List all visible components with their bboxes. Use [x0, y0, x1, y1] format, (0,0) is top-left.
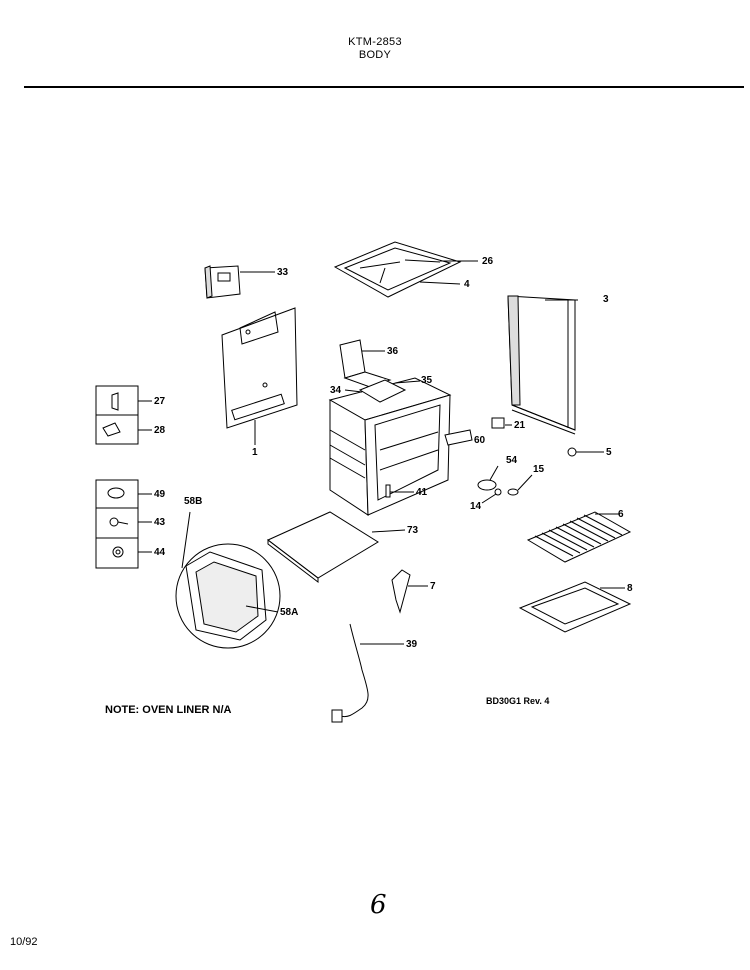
callout-41: 41 [416, 487, 428, 498]
callout-58b: 58B [184, 496, 202, 507]
callout-34: 34 [330, 385, 342, 396]
oven-liner-note: NOTE: OVEN LINER N/A [105, 704, 232, 716]
part-39-power-cord [331, 623, 404, 723]
callout-33: 33 [277, 267, 289, 278]
callout-21: 21 [514, 420, 526, 431]
section-title: BODY [358, 49, 392, 61]
callout-49: 49 [154, 489, 166, 500]
callout-5: 5 [606, 447, 612, 458]
callout-60: 60 [474, 435, 486, 446]
part-35-heat-shield [344, 379, 421, 403]
part-3-side-panel [507, 295, 578, 435]
callout-6: 6 [618, 509, 624, 520]
callout-73: 73 [407, 525, 419, 536]
callout-58a: 58A [280, 607, 298, 618]
callout-8: 8 [627, 583, 633, 594]
callout-44: 44 [154, 547, 166, 558]
callout-3: 3 [603, 294, 609, 305]
part-41-pin [385, 484, 414, 498]
part-33-bracket [204, 265, 275, 299]
callout-27: 27 [154, 396, 166, 407]
callout-26: 26 [482, 256, 494, 267]
callout-28: 28 [154, 425, 166, 436]
callout-15: 15 [533, 464, 545, 475]
part-4-top-panel [333, 241, 478, 298]
part-8-broiler-pan [518, 581, 632, 633]
drawing-reference: BD30G1 Rev. 4 [486, 696, 550, 706]
parts-49-43-44-box [95, 479, 152, 569]
part-73-bottom-plate [267, 511, 406, 584]
part-7-anti-tip-bracket [391, 569, 428, 614]
callout-14: 14 [470, 501, 482, 512]
callout-35: 35 [421, 375, 433, 386]
parts-27-28-box [95, 385, 152, 445]
part-21-clip [491, 417, 512, 429]
callout-7: 7 [430, 581, 436, 592]
callout-4: 4 [464, 279, 470, 290]
part-58-insulation-detail [175, 511, 281, 649]
part-36-vent-bracket [339, 339, 392, 388]
callout-43: 43 [154, 517, 166, 528]
parts-54-14-15-hardware [477, 465, 533, 504]
handwritten-page-mark: 6 [370, 890, 387, 920]
model-number: KTM-2853 [348, 36, 402, 48]
callout-39: 39 [406, 639, 418, 650]
part-5-leveling-leg [567, 447, 604, 457]
part-60-rail [444, 429, 473, 446]
part-1-back-panel [221, 307, 298, 445]
callout-36: 36 [387, 346, 399, 357]
part-6-oven-rack [526, 511, 632, 563]
header-rule [24, 86, 744, 88]
date-code: 10/92 [10, 936, 38, 948]
callout-1: 1 [252, 447, 258, 458]
callout-54: 54 [506, 455, 518, 466]
